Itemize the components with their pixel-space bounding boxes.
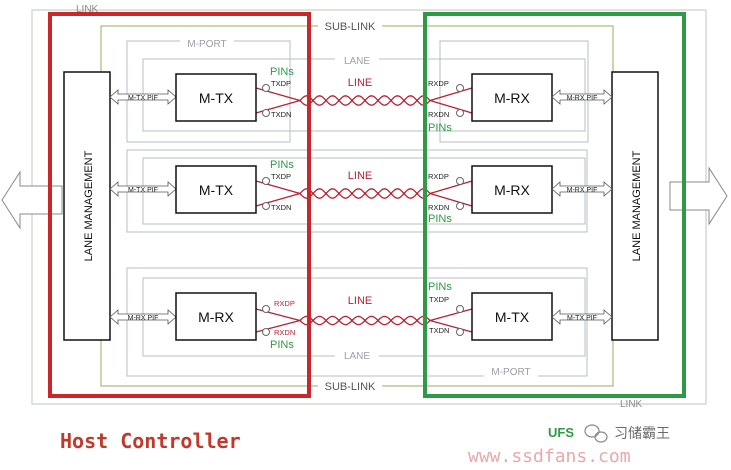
m-rx-pif-label: M-RX PIF [567, 95, 598, 102]
pin-dot [262, 177, 270, 185]
m-port-label-top: M-PORT [187, 39, 226, 50]
m-rx-label: M-RX [494, 90, 530, 106]
row-2: M-TX PIF M-TX PINs TXDP TXDN LINE RXDP R… [109, 159, 613, 225]
txdn-label: TXDN [429, 326, 449, 335]
pif-connector [551, 181, 613, 197]
signal-stub [429, 319, 473, 333]
twisted-pair-line [299, 188, 431, 199]
lane-management-left-label: LANE MANAGEMENT [83, 150, 95, 261]
wechat-logo [584, 424, 608, 443]
pin-dot [456, 177, 464, 185]
m-rx-label: M-RX [494, 182, 530, 198]
watermark-url: www.ssdfans.com [468, 446, 631, 465]
row-3: M-RX PIF M-RX RXDP RXDN PINs LINE PINs T… [109, 281, 613, 351]
txdn-label: TXDN [271, 203, 291, 212]
m-rx-label: M-RX [198, 309, 234, 325]
pins-label: PINs [428, 281, 452, 293]
pin-dot [262, 202, 270, 210]
rxdp-label: RXDP [274, 299, 295, 308]
rxdn-label: RXDN [428, 203, 449, 212]
txdp-label: TXDP [271, 172, 291, 181]
m-tx-label: M-TX [495, 309, 530, 325]
m-tx-pif-label: M-TX PIF [128, 187, 158, 194]
signal-stub [429, 192, 473, 207]
rxdp-label: RXDP [428, 172, 449, 181]
sub-link-label-bottom: SUB-LINK [325, 381, 376, 393]
link-boundary [31, 9, 707, 405]
pins-label: PINs [270, 159, 294, 171]
pin-dot [456, 109, 464, 117]
lane-management-right [611, 71, 659, 341]
txdn-label: TXDN [271, 110, 291, 119]
m-rx-pif-label: M-RX PIF [128, 315, 159, 322]
m-tx-label: M-TX [199, 182, 234, 198]
line-label: LINE [348, 170, 372, 182]
left-bidirectional-arrow [1, 170, 63, 230]
m-rx-block [471, 165, 553, 214]
signal-lines [255, 84, 473, 336]
rxdn-label: RXDN [428, 110, 449, 119]
line-label: LINE [348, 77, 372, 89]
m-tx-block [175, 73, 257, 122]
m-tx-pif-label: M-TX PIF [128, 95, 158, 102]
twisted-pair-line [299, 315, 431, 326]
lane-management-left [63, 71, 111, 341]
lane-management-right-label: LANE MANAGEMENT [631, 150, 643, 261]
twisted-pair-line [299, 95, 431, 106]
m-rx-block [175, 292, 257, 341]
pin-dot [456, 84, 464, 92]
link-label-bottom: LINK [620, 399, 643, 410]
rxdn-label: RXDN [274, 328, 295, 337]
line-label: LINE [348, 295, 372, 307]
ufs-caption: UFS [548, 425, 574, 440]
pins-label: PINs [270, 66, 294, 78]
signal-stub [429, 308, 473, 322]
txdp-label: TXDP [429, 295, 449, 304]
m-tx-block [471, 292, 553, 341]
m-port-boundary-right-top [439, 40, 589, 143]
pins-label: PINs [428, 213, 452, 225]
row-1: M-TX PIF M-TX PINs TXDP TXDN LINE RXDP R… [109, 66, 613, 134]
host-controller-caption: Host Controller [60, 429, 241, 453]
ufs-device-box [423, 12, 686, 398]
pif-connector [551, 89, 613, 105]
pin-dot [262, 84, 270, 92]
pin-dot [456, 305, 464, 313]
txdp-label: TXDP [271, 79, 291, 88]
pin-dot [456, 328, 464, 336]
right-bidirectional-arrow [669, 166, 728, 226]
pins-label: PINs [428, 122, 452, 134]
pif-connector [551, 309, 613, 325]
m-port-label-bottom: M-PORT [491, 367, 530, 378]
pin-dot [262, 328, 270, 336]
rxdp-label: RXDP [428, 79, 449, 88]
link-label-top: LINK [76, 4, 99, 15]
pin-dot [456, 202, 464, 210]
m-tx-pif-label: M-TX PIF [567, 315, 597, 322]
lane-label-3: LANE [344, 351, 370, 362]
m-tx-label: M-TX [199, 90, 234, 106]
watermark-name: 习储霸王 [614, 425, 670, 441]
pin-dot [262, 305, 270, 313]
m-tx-block [175, 165, 257, 214]
sub-link-label-top: SUB-LINK [325, 21, 376, 33]
signal-stub [429, 87, 473, 102]
m-port-boundary-right-bottom [126, 267, 588, 377]
lane-label-1: LANE [344, 56, 370, 67]
signal-stub [429, 180, 473, 195]
pins-label: PINs [270, 339, 294, 351]
m-rx-pif-label: M-RX PIF [567, 187, 598, 194]
host-controller-box [48, 12, 311, 398]
pin-dot [262, 109, 270, 117]
signal-stub [429, 99, 473, 114]
